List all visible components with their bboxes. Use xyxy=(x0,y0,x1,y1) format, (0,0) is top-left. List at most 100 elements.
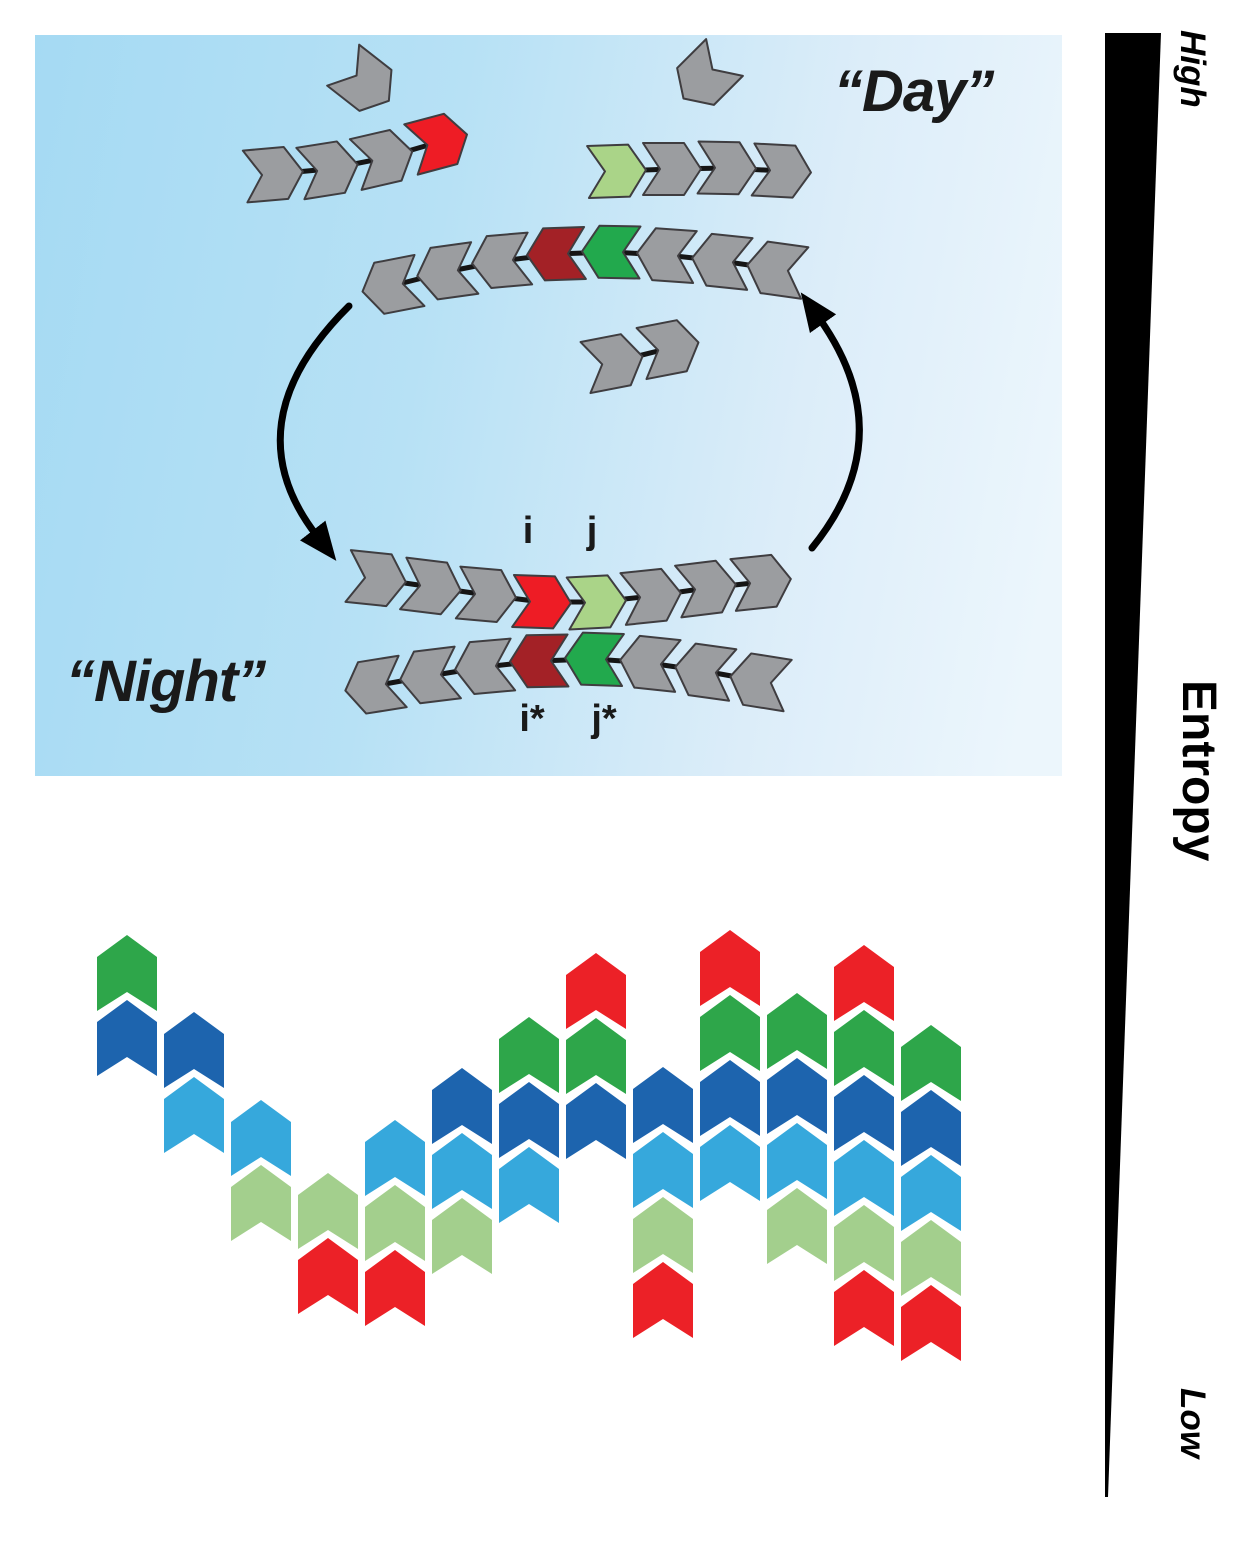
assembled-column-5 xyxy=(365,1120,425,1326)
assembled-chevron xyxy=(432,1133,492,1209)
assembled-chevron xyxy=(767,1123,827,1199)
night-duplex-bottom-strand xyxy=(344,631,793,715)
monomer-chevron xyxy=(750,142,812,199)
assembled-column-10 xyxy=(700,930,760,1201)
monomer-chevron xyxy=(326,43,393,112)
assembled-chevron xyxy=(767,1058,827,1134)
assembled-chevron xyxy=(767,1188,827,1264)
cycle-arrow-down-left xyxy=(276,302,353,561)
assembled-chevron xyxy=(365,1250,425,1326)
assembled-column-13 xyxy=(901,1025,961,1361)
assembled-chevron xyxy=(633,1132,693,1208)
assembled-chevron xyxy=(834,1075,894,1151)
monomer-chevron xyxy=(619,634,682,693)
assembled-chevron xyxy=(432,1198,492,1274)
monomer-chevron xyxy=(511,574,572,630)
assembled-column-8 xyxy=(566,953,626,1159)
assembled-chevron xyxy=(365,1185,425,1261)
assembled-column-11 xyxy=(767,993,827,1264)
monomer-chevron xyxy=(674,559,737,619)
monomer-chevron xyxy=(676,38,744,106)
monomer-label-j-star: j* xyxy=(591,698,617,740)
monomer-chevron xyxy=(674,642,738,702)
entropy-high-label: High xyxy=(1173,30,1212,108)
assembled-chevron xyxy=(231,1100,291,1176)
night-label: “Night” xyxy=(66,649,266,714)
assembled-column-3 xyxy=(231,1100,291,1241)
monomer-chevron xyxy=(691,232,754,291)
entropy-low-label: Low xyxy=(1173,1388,1212,1458)
assembled-column-1 xyxy=(97,935,157,1076)
assembled-chevron xyxy=(700,930,760,1006)
assembled-chevron xyxy=(231,1165,291,1241)
monomer-strands-layer xyxy=(241,38,812,715)
assembled-column-12 xyxy=(834,945,894,1346)
assembled-chevron xyxy=(298,1238,358,1314)
entropy-axis-title: Entropy xyxy=(1172,680,1225,862)
assembled-column-9 xyxy=(633,1067,693,1338)
free-monomer-top-left xyxy=(326,43,393,112)
assembled-chevron xyxy=(566,1018,626,1094)
monomer-chevron xyxy=(635,319,700,381)
assembled-chevron xyxy=(432,1068,492,1144)
monomer-label-i-star: i* xyxy=(519,698,545,740)
assembled-chevron xyxy=(633,1262,693,1338)
assembled-chevron xyxy=(298,1173,358,1249)
entropy-wedge xyxy=(1105,33,1161,1497)
night-duplex-top-strand xyxy=(344,549,792,631)
monomer-chevron xyxy=(526,226,587,282)
monomer-chevron xyxy=(399,556,462,616)
monomer-chevron xyxy=(586,143,647,199)
assembled-chevron xyxy=(164,1012,224,1088)
monomer-chevron xyxy=(509,633,570,689)
monomer-label-j: j xyxy=(586,510,598,552)
assembled-chevron xyxy=(633,1067,693,1143)
assembled-chevron xyxy=(164,1077,224,1153)
assembled-chevron xyxy=(700,1125,760,1201)
day-free-strand-right xyxy=(586,140,812,199)
monomer-chevron xyxy=(564,631,625,687)
cycle-arrows xyxy=(276,292,863,561)
monomer-chevron xyxy=(241,146,304,204)
monomer-chevron xyxy=(416,241,480,301)
monomer-chevron xyxy=(361,253,426,315)
monomer-chevron xyxy=(746,240,810,300)
assembled-chevron xyxy=(633,1197,693,1273)
assembled-chevron xyxy=(566,1083,626,1159)
monomer-chevron xyxy=(581,224,642,280)
assembled-chevron xyxy=(834,1140,894,1216)
monomer-chevron xyxy=(348,128,414,191)
free-monomer-top-right xyxy=(676,38,744,106)
monomer-chevron xyxy=(565,574,627,631)
monomer-chevron xyxy=(344,549,407,608)
monomer-chevron xyxy=(729,652,793,713)
assembled-chevron xyxy=(901,1285,961,1361)
monomer-chevron xyxy=(696,140,757,196)
assembled-chevron xyxy=(901,1025,961,1101)
assembled-column-4 xyxy=(298,1173,358,1314)
free-dimer xyxy=(579,319,700,395)
assembled-chevron xyxy=(834,1010,894,1086)
monomer-chevron xyxy=(454,565,517,623)
monomer-chevron xyxy=(399,645,462,705)
assembled-column-7 xyxy=(499,1017,559,1223)
monomer-chevron xyxy=(344,654,408,715)
assembled-chevron xyxy=(834,945,894,1021)
monomer-chevron xyxy=(295,140,359,201)
assembled-chevron xyxy=(834,1205,894,1281)
day-label: “Day” xyxy=(834,59,994,124)
assembled-column-6 xyxy=(432,1068,492,1274)
assembled-column-2 xyxy=(164,1012,224,1153)
assembled-chevron xyxy=(834,1270,894,1346)
monomer-chevron xyxy=(642,142,702,196)
monomer-chevron xyxy=(579,333,644,395)
monomer-chevron xyxy=(729,553,792,612)
monomer-chevron xyxy=(471,231,534,289)
monomer-chevron xyxy=(619,567,682,626)
monomer-chevron xyxy=(403,112,469,176)
assembled-chevron xyxy=(700,995,760,1071)
cycle-arrow-up-right xyxy=(800,292,863,552)
assembled-chevron xyxy=(901,1220,961,1296)
